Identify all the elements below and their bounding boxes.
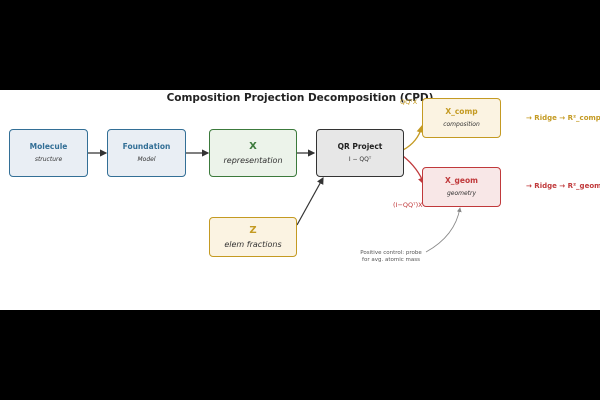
result-geom: → Ridge → R²_geom bbox=[526, 182, 600, 190]
edge-label-geom: (I−QQᵀ)X bbox=[393, 201, 423, 209]
node-x-comp: X_comp composition bbox=[422, 98, 501, 138]
edge-label-comp: QQᵀX bbox=[400, 98, 418, 106]
edge-qr-xcomp bbox=[402, 124, 425, 151]
node-x-subtitle: representation bbox=[223, 155, 283, 165]
node-x: X representation bbox=[209, 129, 297, 177]
node-molecule: Molecule structure bbox=[9, 129, 88, 177]
node-x-comp-subtitle: composition bbox=[443, 121, 480, 129]
edge-qr-xgeom bbox=[402, 155, 426, 186]
edge-z-qr bbox=[296, 176, 324, 226]
node-z-title: Z bbox=[249, 224, 257, 236]
edge-note-xgeom bbox=[425, 207, 462, 253]
diagram-title: Composition Projection Decomposition (CP… bbox=[166, 92, 434, 104]
node-z-subtitle: elem fractions bbox=[224, 239, 282, 249]
node-foundation-subtitle: Model bbox=[137, 156, 156, 164]
node-x-geom: X_geom geometry bbox=[422, 167, 501, 207]
node-molecule-title: Molecule bbox=[29, 142, 68, 152]
node-x-geom-subtitle: geometry bbox=[446, 190, 477, 198]
node-qr-title: QR Project bbox=[337, 142, 383, 152]
positive-control-note: Positive control: probe for avg. atomic … bbox=[360, 250, 422, 263]
node-x-title: X bbox=[249, 140, 257, 152]
node-x-comp-title: X_comp bbox=[445, 107, 478, 117]
node-qr-subtitle: I − QQᵀ bbox=[348, 156, 372, 164]
node-qr-project: QR Project I − QQᵀ bbox=[316, 129, 404, 177]
node-z: Z elem fractions bbox=[209, 217, 297, 257]
node-x-geom-title: X_geom bbox=[445, 176, 478, 186]
node-foundation-title: Foundation bbox=[122, 142, 171, 152]
node-molecule-subtitle: structure bbox=[34, 156, 63, 164]
node-foundation: Foundation Model bbox=[107, 129, 186, 177]
result-comp: → Ridge → R²_comp bbox=[526, 114, 600, 122]
